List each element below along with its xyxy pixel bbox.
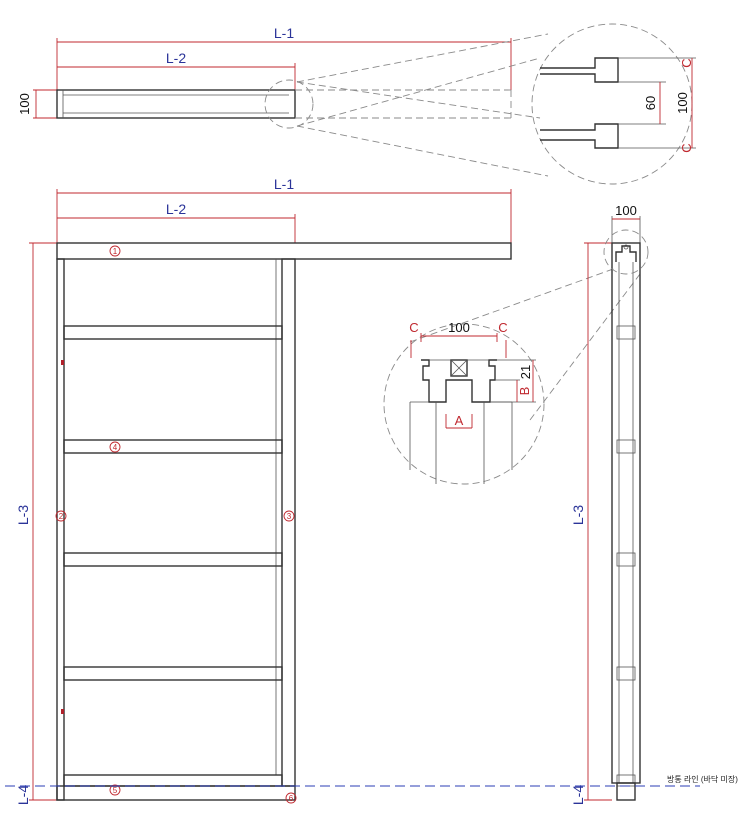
- zoom-100-label: 100: [675, 92, 690, 114]
- sec-a-label: A: [455, 413, 464, 428]
- top-plan-view: L-1 L-2 100: [17, 25, 549, 177]
- sec-c-right-label: C: [498, 320, 507, 335]
- floor-line: 방통 라인 (바닥 미장): [5, 774, 738, 787]
- top-l1-label: L-1: [274, 25, 294, 41]
- top-l2-label: L-2: [166, 50, 186, 66]
- part-3-label: 3: [287, 512, 292, 521]
- sec-b-label: B: [517, 387, 532, 396]
- floor-line-label: 방통 라인 (바닥 미장): [667, 774, 738, 784]
- part-2-label: 2: [59, 512, 64, 521]
- sec-100-label: 100: [448, 320, 470, 335]
- zoom-60-label: 60: [643, 96, 658, 110]
- part-4-label: 4: [113, 443, 118, 452]
- front-l1-label: L-1: [274, 176, 294, 192]
- sec-21-label: 21: [518, 365, 533, 379]
- side-l4-label: L-4: [570, 785, 586, 805]
- plan-zoom-detail: 60 100 C C: [531, 23, 696, 185]
- side-100-label: 100: [615, 203, 637, 218]
- part-1-label: 1: [113, 247, 118, 256]
- side-section-view: 100 L-3 L-4: [570, 203, 649, 805]
- sec-c-left-label: C: [409, 320, 418, 335]
- part-5-label: 5: [113, 786, 118, 795]
- side-l3-label: L-3: [570, 505, 586, 525]
- front-l4-label: L-4: [15, 785, 31, 805]
- section-zoom-detail: C C 100 A 21 B: [383, 267, 641, 485]
- zoom-c-bottom-label: C: [679, 143, 694, 152]
- front-elevation: L-1 L-2 L-3 L-4 1 2: [15, 176, 512, 805]
- front-l3-label: L-3: [15, 505, 31, 525]
- part-6-label: 6: [289, 794, 294, 803]
- zoom-c-top-label: C: [679, 58, 694, 67]
- top-100-label: 100: [17, 93, 32, 115]
- front-l2-label: L-2: [166, 201, 186, 217]
